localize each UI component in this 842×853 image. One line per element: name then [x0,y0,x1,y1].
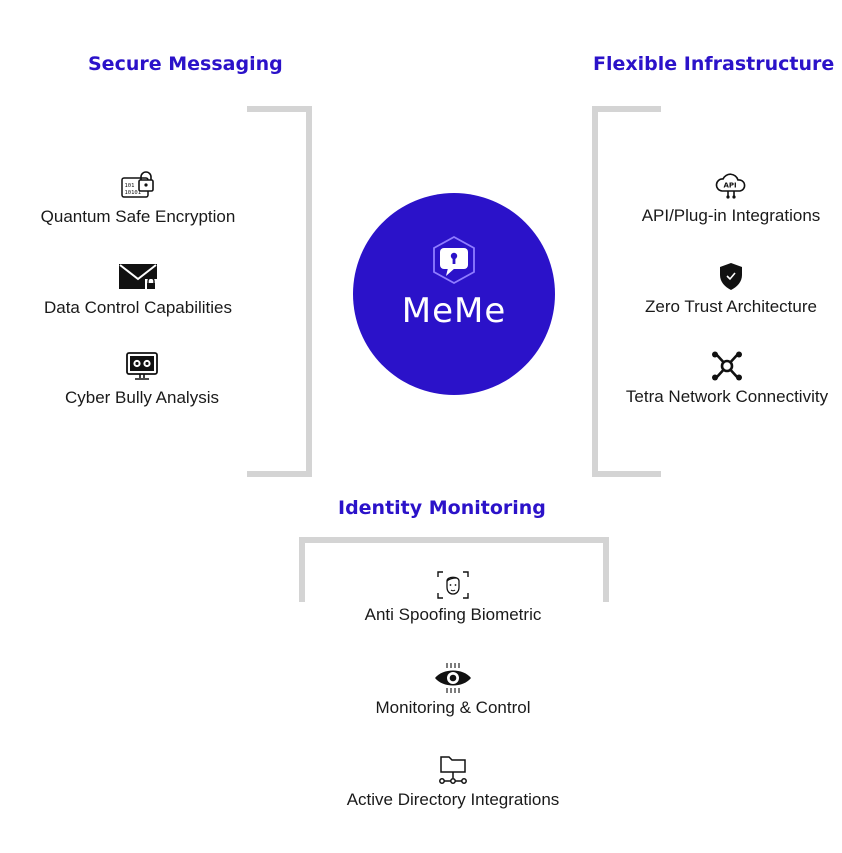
api-cloud-icon: API [620,170,842,200]
flexible-infrastructure-bracket [592,106,661,477]
feature-monitoring-control: Monitoring & Control [320,662,586,718]
face-scan-icon [320,569,586,599]
feature-label: Cyber Bully Analysis [64,388,219,407]
brand-name: MeMe [401,291,507,331]
svg-text:101: 101 [125,183,135,189]
identity-monitoring-bracket [299,537,609,602]
feature-anti-spoofing-biometric: Anti Spoofing Biometric [320,569,586,625]
flexible-infrastructure-title: Flexible Infrastructure [593,53,835,75]
secure-messaging-bracket [247,106,312,477]
feature-label: Data Control Capabilities [43,298,233,317]
folder-network-icon [300,754,606,784]
feature-label: Active Directory Integrations [346,790,560,809]
feature-quantum-safe-encryption: 101 10101 Quantum Safe Encryption [28,171,248,227]
network-nodes-icon [612,351,842,381]
feature-zero-trust-architecture: Zero Trust Architecture [620,261,842,317]
meme-logo: MeMe [353,193,555,395]
feature-label: Anti Spoofing Biometric [364,605,542,624]
feature-label: Tetra Network Connectivity [625,387,829,406]
chat-hexagon-icon [431,235,477,290]
feature-api-plugin-integrations: API API/Plug-in Integrations [620,170,842,226]
feature-cyber-bully-analysis: Cyber Bully Analysis [28,352,256,408]
svg-text:API: API [724,182,737,190]
feature-tetra-network-connectivity: Tetra Network Connectivity [612,351,842,407]
circuit-eye-icon [320,662,586,693]
svg-text:10101: 10101 [125,190,142,196]
secure-messaging-title: Secure Messaging [88,53,283,75]
binary-lock-icon: 101 10101 [28,171,248,201]
feature-data-control-capabilities: Data Control Capabilities [28,262,248,318]
envelope-lock-icon [28,262,248,292]
feature-label: API/Plug-in Integrations [641,206,821,225]
feature-label: Monitoring & Control [375,698,531,717]
identity-monitoring-title: Identity Monitoring [338,497,546,519]
shield-check-icon [620,261,842,291]
monitor-eyes-icon [28,352,256,382]
feature-label: Zero Trust Architecture [645,297,817,316]
feature-label: Quantum Safe Encryption [40,207,236,226]
feature-active-directory-integrations: Active Directory Integrations [300,754,606,810]
